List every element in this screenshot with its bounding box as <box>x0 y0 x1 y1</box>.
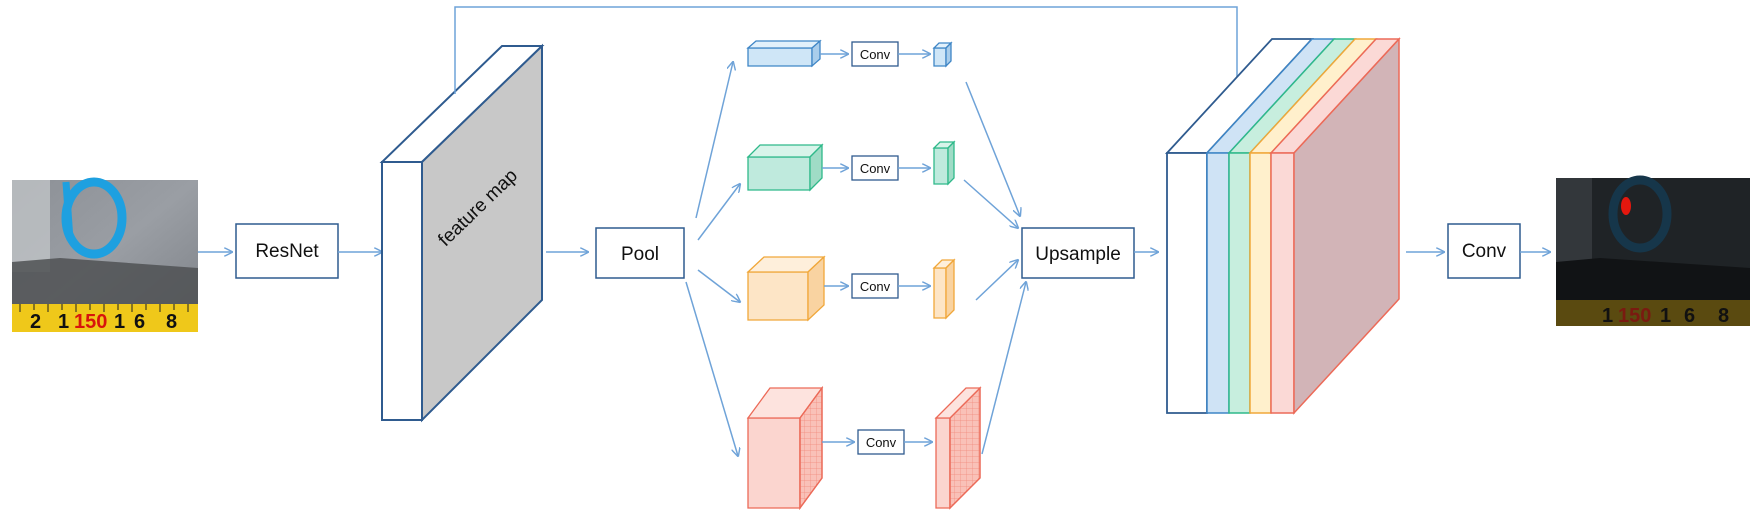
input-ruler-digit-5: 6 <box>134 311 145 333</box>
input-ruler-digit-4: 1 <box>114 311 125 333</box>
final-conv-block: Conv <box>1447 223 1521 279</box>
input-image: 2 1 150 1 6 8 <box>12 177 198 333</box>
resnet-block: ResNet <box>235 223 339 279</box>
output-ruler-digit-4: 6 <box>1684 305 1695 327</box>
final-conv-label: Conv <box>1462 241 1507 262</box>
output-ruler-digit-2: 150 <box>1618 305 1651 327</box>
input-ruler-digit-3: 150 <box>74 311 107 333</box>
resnet-label: ResNet <box>255 241 319 262</box>
pyramid-branch-4: Conv <box>746 386 982 510</box>
output-ruler-digit-1: 1 <box>1602 305 1613 327</box>
upsample-label: Upsample <box>1035 244 1121 265</box>
output-ruler-digit-5: 8 <box>1718 305 1729 327</box>
output-ruler-digit-3: 1 <box>1660 305 1671 327</box>
branch-4-conv-label: Conv <box>866 435 897 450</box>
branch-1-conv-label: Conv <box>860 47 891 62</box>
concatenated-feature-stack <box>1164 37 1401 415</box>
output-image: 1 150 1 6 8 <box>1556 175 1750 327</box>
pyramid-branch-1: Conv <box>746 39 953 68</box>
pyramid-branch-2: Conv <box>746 140 956 192</box>
upsample-block: Upsample <box>1021 227 1135 279</box>
input-ruler-digit-2: 1 <box>58 311 69 333</box>
pool-block: Pool <box>595 227 685 279</box>
pool-label: Pool <box>621 244 659 265</box>
branch-2-conv-label: Conv <box>860 161 891 176</box>
feature-map-block: feature map <box>379 43 545 423</box>
input-ruler-digit-6: 8 <box>166 311 177 333</box>
branch-3-conv-label: Conv <box>860 279 891 294</box>
pyramid-branch-3: Conv <box>746 255 956 322</box>
input-ruler-digit-1: 2 <box>30 311 41 333</box>
